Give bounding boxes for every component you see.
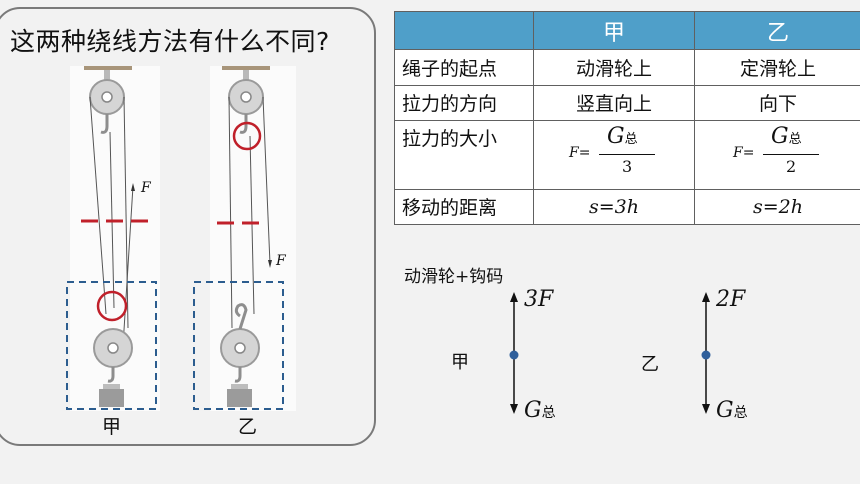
fbd-label-jia: 甲 [451,352,469,373]
cell-jia: s=3h [533,188,695,226]
free-body-title: 动滑轮+钩码 [404,267,504,287]
table-row: 拉力的方向 竖直向上 向下 [394,84,860,122]
label-jia: 甲 [102,416,122,438]
fraction-bar [763,154,819,156]
label-yi: 乙 [238,416,258,438]
fraction-bar [599,154,655,156]
force-label-yi: F [276,253,286,269]
formula-numerator: G [607,124,625,150]
cell-jia: 竖直向上 [533,84,695,122]
row-label: 拉力的方向 [394,84,534,122]
force-down-yi: G总 [716,398,748,423]
force-up-jia: 3F [524,287,554,312]
cell-yi: s=2h [694,188,860,226]
fbd-label-yi: 乙 [641,354,659,375]
row-label: 移动的距离 [394,188,534,226]
arrow-up-yi [702,292,710,302]
force-down-main: G [716,398,734,423]
table-header-row: 甲 乙 [394,10,860,51]
cell-jia: 动滑轮上 [533,49,695,86]
header-jia: 甲 [533,10,695,51]
force-down-sub: 总 [541,405,556,421]
center-point-jia [509,350,519,360]
arrow-up-jia [510,292,518,302]
formula-denominator: 2 [786,157,797,177]
cell-yi-formula: F= G总 2 [694,120,860,190]
formula-jia: F= G总 3 [569,124,659,182]
formula-lhs: F= [733,145,755,162]
pulley-photo-yi [210,66,296,411]
formula-subscript: 总 [788,132,802,148]
formula-lhs: F= [569,145,591,162]
diagram-panel [0,7,376,446]
header-yi: 乙 [694,10,860,51]
pulley-photo-jia [70,66,160,411]
table-row: 拉力的大小 F= G总 3 F= G总 2 [394,120,860,190]
table-row: 绳子的起点 动滑轮上 定滑轮上 [394,49,860,86]
force-down-jia: G总 [524,398,556,423]
row-label: 拉力的大小 [394,120,534,190]
force-down-sub: 总 [733,405,748,421]
formula-subscript: 总 [624,132,638,148]
force-down-main: G [524,398,542,423]
center-point-yi [701,350,711,360]
cell-yi: 定滑轮上 [694,49,860,86]
table-row: 移动的距离 s=3h s=2h [394,188,860,226]
question-text: 这两种绕线方法有什么不同? [10,27,330,56]
formula-numerator: G [771,124,789,150]
header-blank [394,10,534,51]
row-label: 绳子的起点 [394,49,534,86]
arrow-down-jia [510,404,518,414]
force-label-jia: F [141,180,151,196]
arrow-down-yi [702,404,710,414]
cell-yi: 向下 [694,84,860,122]
cell-jia-formula: F= G总 3 [533,120,695,190]
force-up-yi: 2F [716,287,746,312]
formula-denominator: 3 [622,157,633,177]
comparison-table: 甲 乙 绳子的起点 动滑轮上 定滑轮上 拉力的方向 竖直向上 向下 拉力的大小 … [394,10,860,226]
formula-yi: F= G总 2 [733,124,823,182]
